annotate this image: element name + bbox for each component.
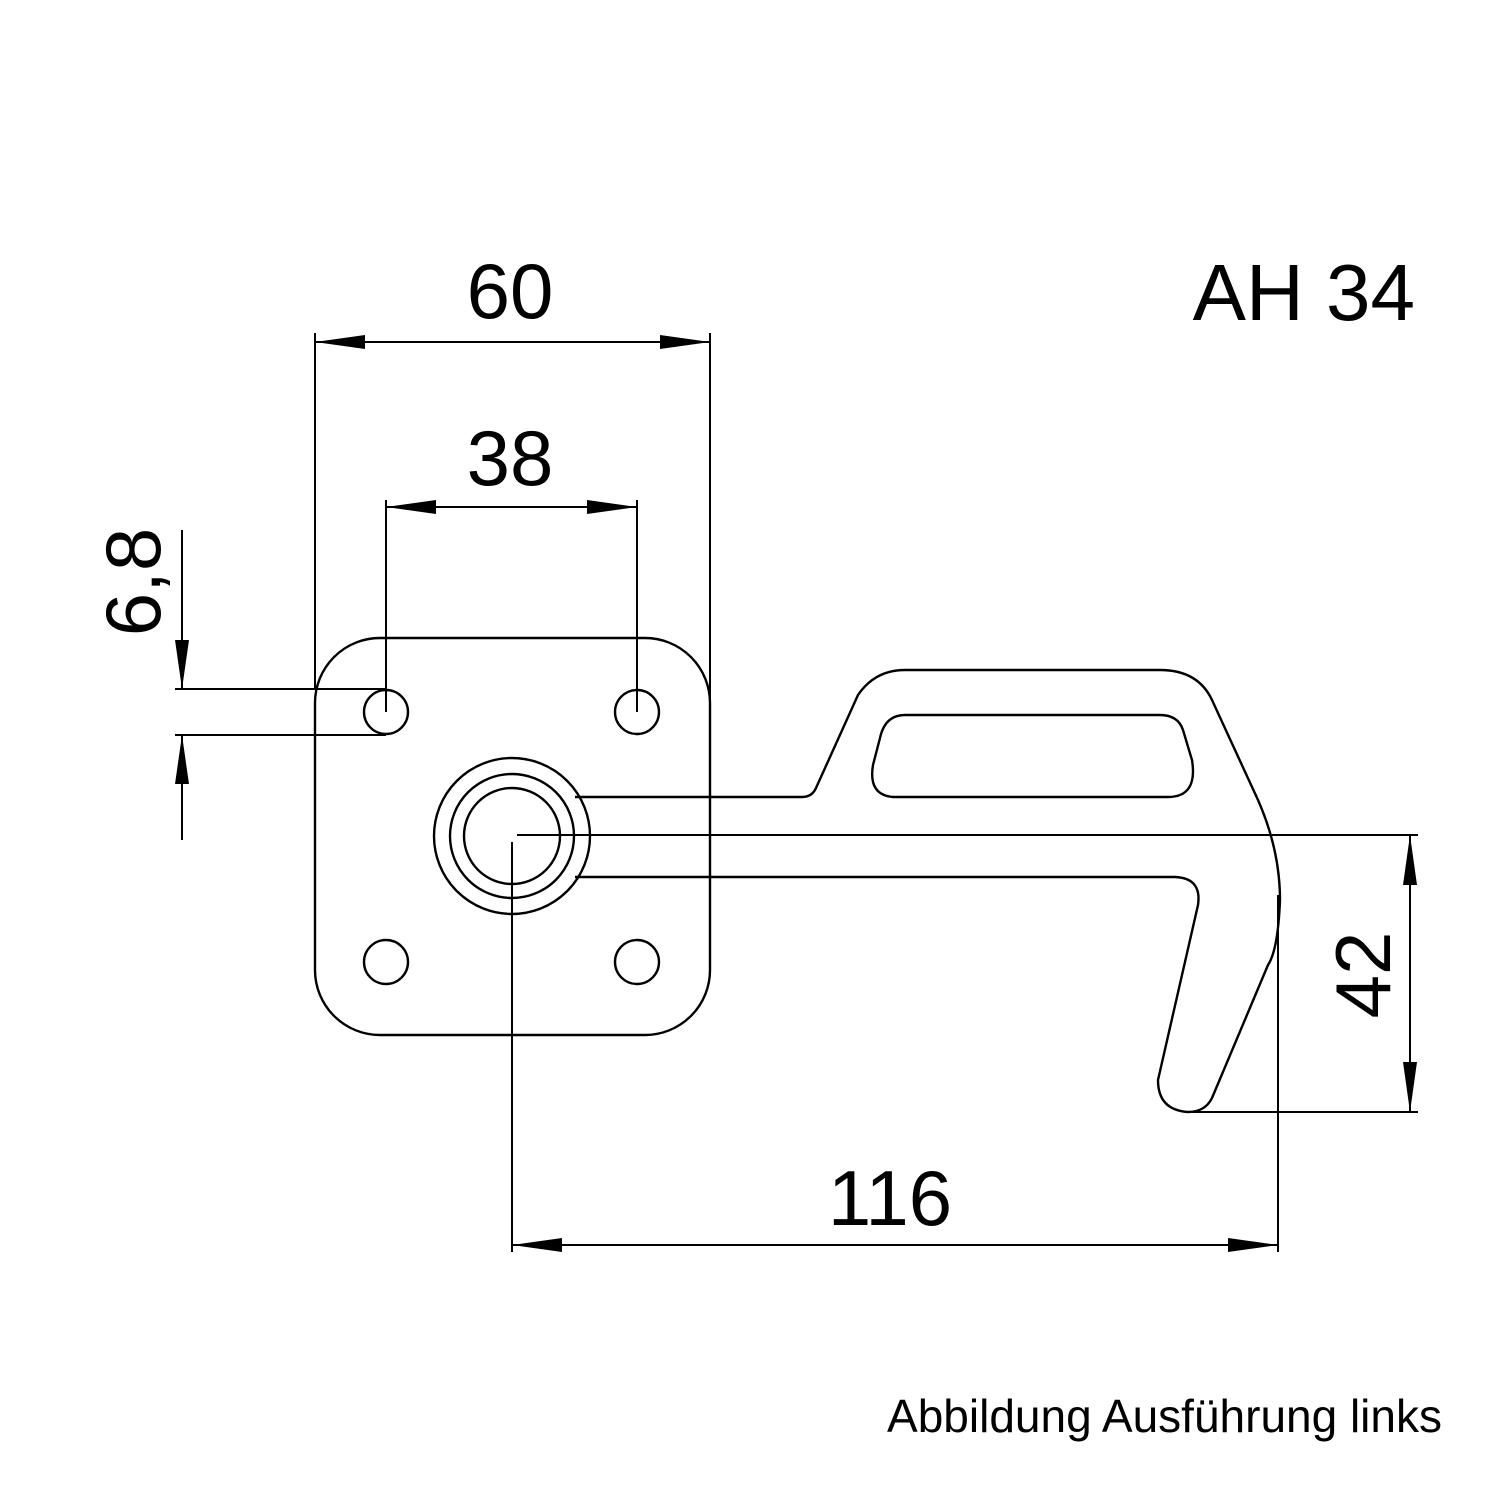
handle-slot bbox=[871, 713, 1195, 799]
dimension-6-8: 6,8 bbox=[89, 528, 177, 636]
mounting-hole bbox=[613, 938, 661, 986]
dimension-116: 116 bbox=[828, 1154, 952, 1242]
hook-arm bbox=[575, 668, 1282, 1114]
dimension-60: 60 bbox=[467, 247, 554, 335]
mounting-hole bbox=[362, 938, 410, 986]
part-number-title: AH 34 bbox=[1193, 248, 1415, 337]
caption: Abbildung Ausführung links bbox=[887, 1390, 1442, 1442]
dimension-42: 42 bbox=[1319, 932, 1407, 1019]
dimension-lines bbox=[175, 333, 1418, 1252]
dimension-38: 38 bbox=[467, 414, 554, 502]
